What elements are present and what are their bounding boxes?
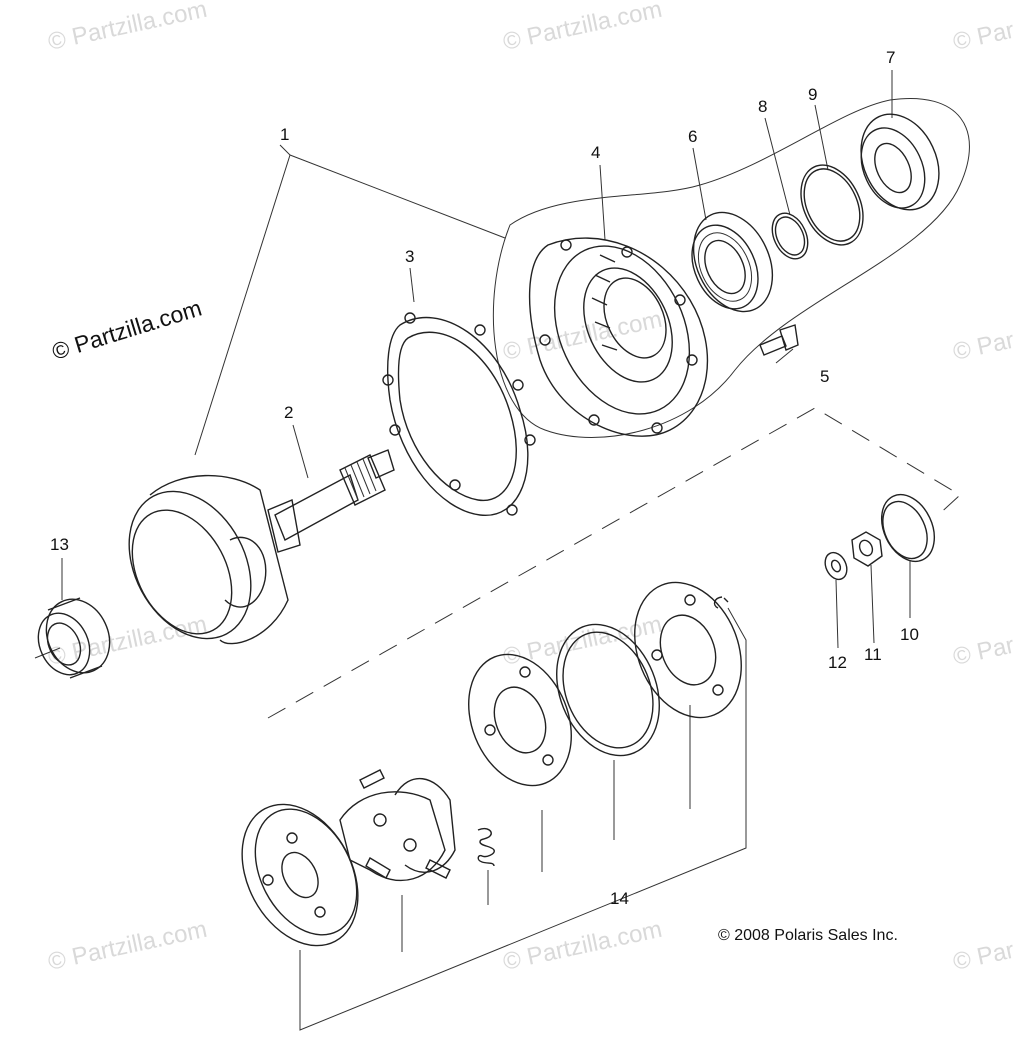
callout-5: 5	[820, 367, 829, 386]
watermark-main: © Partzilla.com	[49, 295, 205, 365]
callout-4: 4	[591, 143, 600, 162]
callout-11: 11	[864, 645, 882, 664]
part-4-housing	[528, 237, 709, 437]
callout-3: 3	[405, 247, 414, 266]
watermark: © Partzilla.com	[501, 916, 665, 976]
bracket-14	[299, 607, 747, 1031]
copyright-notice: © 2008 Polaris Sales Inc.	[718, 927, 898, 944]
callout-8: 8	[758, 97, 767, 116]
part-6-bearing	[691, 211, 774, 313]
leader-lines	[34, 70, 911, 659]
watermarks: © Partzilla.com © Partzilla.com © Par © …	[46, 0, 1017, 976]
callout-9: 9	[808, 85, 817, 104]
part-14-clutch-assembly	[241, 581, 742, 947]
part-3-gasket	[382, 312, 536, 516]
part-13-seal	[37, 597, 111, 679]
callout-12: 12	[828, 653, 847, 672]
part-12-washer	[824, 551, 848, 581]
part-9-retaining-ring	[800, 164, 864, 246]
callout-numbers: 1 2 3 4 5 6 7 8 9 10 11 12 13 14	[50, 48, 919, 908]
callout-1: 1	[280, 125, 289, 144]
watermark: © Partzilla.com	[46, 611, 210, 671]
part-7-seal	[860, 113, 940, 211]
part-1-clutch-drum	[128, 474, 289, 645]
watermark: © Partzilla.com	[46, 0, 210, 56]
axis-lines	[267, 407, 961, 719]
callout-6: 6	[688, 127, 697, 146]
part-5-bolt	[759, 324, 799, 356]
watermark: © Par	[951, 17, 1017, 56]
callout-7: 7	[886, 48, 895, 67]
part-10-shim-washer	[880, 493, 936, 563]
watermark: © Par	[951, 327, 1017, 366]
callout-14: 14	[610, 889, 629, 908]
callout-13: 13	[50, 535, 69, 554]
watermark: © Par	[951, 937, 1017, 976]
callout-2: 2	[284, 403, 293, 422]
part-8-snap-ring	[771, 212, 809, 260]
watermark: © Partzilla.com	[501, 0, 665, 56]
callout-10: 10	[900, 625, 919, 644]
watermark: © Par	[951, 632, 1017, 671]
part-2-shaft	[267, 449, 395, 553]
part-11-nut	[851, 531, 883, 567]
watermark: © Partzilla.com	[46, 916, 210, 976]
